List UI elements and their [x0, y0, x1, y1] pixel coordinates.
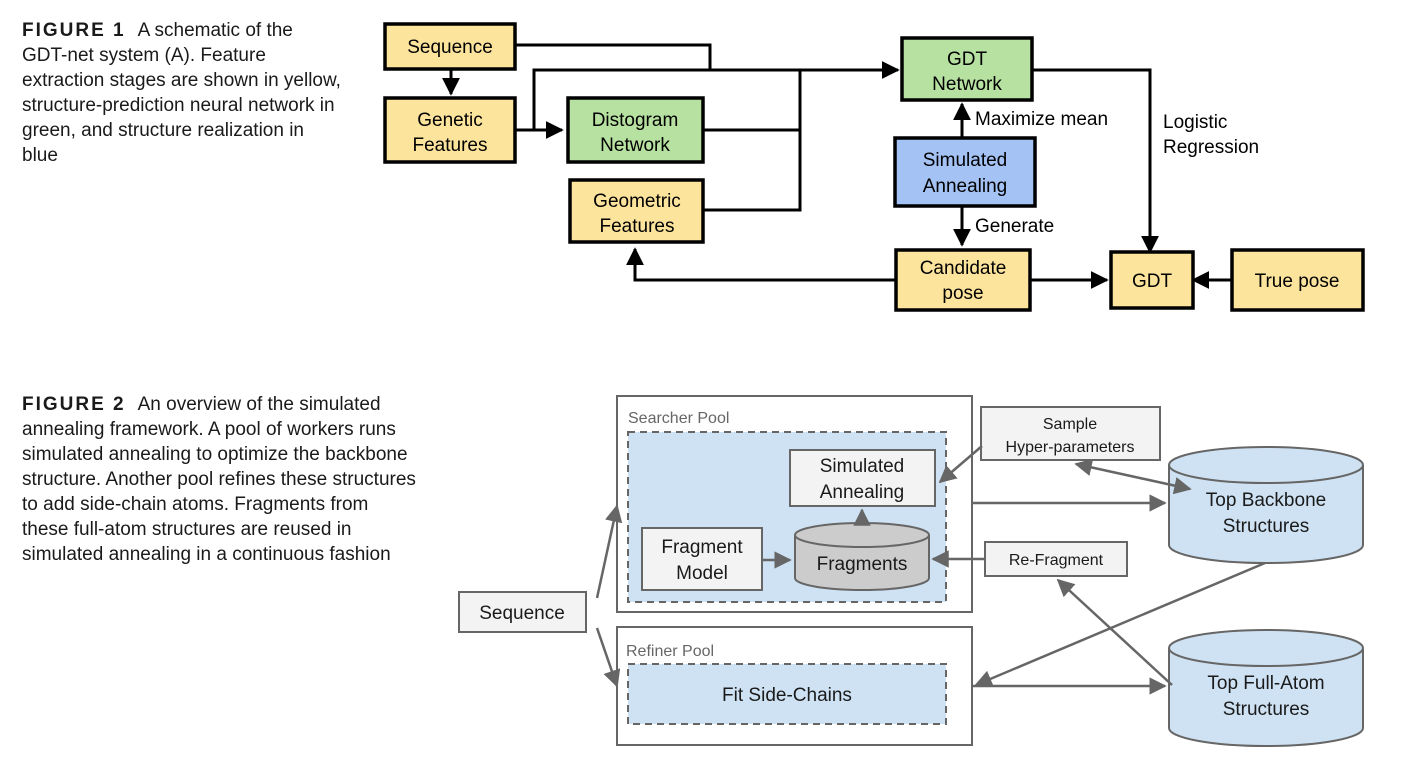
label-annealing-line2: Annealing: [923, 176, 1008, 197]
edge-backbone-to-refiner: [974, 561, 1266, 687]
node-genetic-features: [383, 96, 517, 164]
figure-2-connectors: [595, 445, 1266, 695]
edge-backbone-hyper: [1074, 458, 1192, 495]
label-fragments: Fragments: [817, 554, 908, 575]
figure-2-node-labels: Simulated Annealing Fragment Model Fragm…: [479, 416, 1326, 720]
label-fullatom-line2: Structures: [1223, 699, 1310, 720]
figure-2-cylinders: [794, 446, 1364, 747]
node-candidate-pose: [894, 248, 1032, 312]
label-distogram-line2: Network: [600, 135, 670, 156]
label-gdt: GDT: [1132, 271, 1173, 292]
node-re-fragment: [984, 541, 1128, 577]
edge-label-generate: Generate: [975, 216, 1054, 237]
edge-sequence-to-refiner: [595, 627, 621, 688]
node-fragment-model: [641, 527, 763, 591]
edge-gdt-network-to-gdt: [1032, 68, 1159, 254]
edge-to-gdt-network: [532, 61, 900, 130]
edge-candidate-to-geometric: [626, 247, 896, 282]
figure-1-label: FIGURE 1: [22, 20, 126, 41]
figure-2-diagram: Searcher Pool Refiner Pool Simulated Ann…: [458, 395, 1364, 747]
label-backbone-line1: Top Backbone: [1206, 490, 1326, 511]
node-gdt-network: [900, 36, 1034, 102]
figure-1-edge-labels: Maximize mean Generate Logistic Regressi…: [975, 109, 1259, 237]
node-top-backbone-cylinder: [1168, 446, 1364, 564]
label-geometric-line2: Features: [600, 216, 675, 237]
label-hyper-line1: Sample: [1043, 416, 1097, 433]
label-genetic-line1: Genetic: [417, 110, 482, 131]
figure-1-connectors: [442, 43, 1232, 289]
node-fragments-cylinder: [794, 522, 930, 591]
node-simulated-annealing-2: [789, 449, 936, 507]
label-genetic-line2: Features: [413, 135, 488, 156]
node-true-pose: [1230, 248, 1365, 312]
label-fullatom-line1: Top Full-Atom: [1207, 673, 1324, 694]
node-sequence-2: [458, 591, 587, 633]
node-top-full-atom-cylinder: [1168, 629, 1364, 747]
label-hyper-line2: Hyper-parameters: [1006, 439, 1135, 456]
figure-1-diagram: Sequence Genetic Features Distogram Netw…: [383, 22, 1365, 312]
label-sequence-2: Sequence: [479, 603, 565, 624]
edge-label-logistic: Logistic: [1163, 112, 1227, 133]
label-fit-side-chains: Fit Side-Chains: [722, 685, 852, 706]
label-fragment-model-line2: Model: [676, 563, 728, 584]
node-geometric-features: [568, 178, 705, 244]
fit-side-chains-box: [627, 663, 947, 725]
edge-label-regression: Regression: [1163, 137, 1259, 158]
figure-2-boxes: [458, 406, 1161, 633]
edge-distogram-to-bus: [703, 70, 802, 132]
edge-geometric-to-bus: [703, 130, 802, 212]
node-sequence: [383, 22, 517, 71]
label-sequence: Sequence: [407, 37, 493, 58]
node-simulated-annealing: [893, 136, 1037, 208]
node-distogram-network: [566, 96, 705, 164]
figure-1-node-labels: Sequence Genetic Features Distogram Netw…: [407, 37, 1339, 304]
edge-hyper-to-annealing: [938, 445, 983, 484]
edge-sequence-to-searcher: [595, 504, 623, 599]
figure-2-pool-labels: Searcher Pool Refiner Pool: [626, 410, 729, 660]
figure-1-caption-text: A schematic of the GDT-net system (A). F…: [22, 20, 341, 166]
figure-1-nodes: [383, 22, 1365, 312]
label-geometric-line1: Geometric: [593, 191, 681, 212]
label-annealing2-line1: Simulated: [820, 456, 905, 477]
node-sample-hyperparameters: [980, 406, 1161, 461]
edge-fullatom-to-refragment: [1056, 578, 1173, 686]
figure-2-caption-text: An overview of the simulated annealing f…: [22, 394, 416, 565]
edge-label-maximize-mean: Maximize mean: [975, 109, 1108, 130]
label-searcher-pool: Searcher Pool: [628, 410, 729, 427]
node-gdt: [1109, 250, 1195, 310]
label-true-pose: True pose: [1255, 271, 1340, 292]
label-candidate-line1: Candidate: [920, 258, 1007, 279]
label-annealing2-line2: Annealing: [820, 482, 905, 503]
edge-sequence-to-bus: [515, 43, 712, 70]
label-distogram-line1: Distogram: [592, 110, 679, 131]
label-gdt-network-line2: Network: [932, 74, 1002, 95]
label-fragment-model-line1: Fragment: [661, 537, 743, 558]
figure-2-label: FIGURE 2: [22, 394, 126, 415]
label-refiner-pool: Refiner Pool: [626, 643, 714, 660]
label-backbone-line2: Structures: [1223, 516, 1310, 537]
label-candidate-line2: pose: [942, 283, 983, 304]
label-annealing-line1: Simulated: [923, 150, 1008, 171]
label-gdt-network-line1: GDT: [947, 49, 988, 70]
label-re-fragment: Re-Fragment: [1009, 552, 1104, 569]
